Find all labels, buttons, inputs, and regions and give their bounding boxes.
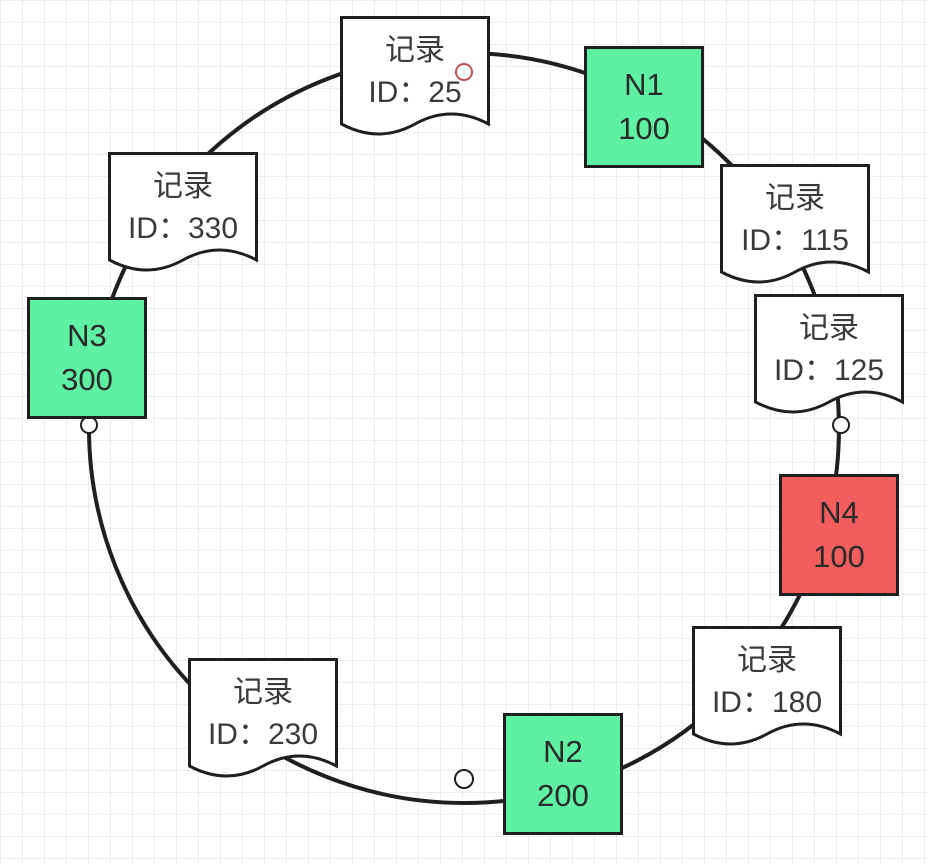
node-name: N1 (624, 67, 664, 102)
document-shape-icon (754, 294, 904, 414)
record-title: 记录 (153, 170, 213, 203)
document-shape-icon (692, 626, 842, 746)
record-id-115: 记录 ID：115 (720, 164, 870, 284)
node-value: 100 (618, 111, 670, 146)
node-value: 300 (61, 362, 113, 397)
record-id-25: 记录 ID：25 (340, 16, 490, 136)
node-name: N3 (67, 318, 107, 353)
node-n1: N1 100 (584, 46, 704, 168)
record-id-label: ID：180 (711, 686, 823, 719)
record-id-label: ID：230 (207, 718, 319, 751)
document-shape-icon (720, 164, 870, 284)
record-title: 记录 (385, 34, 445, 67)
record-title: 记录 (765, 182, 825, 215)
document-shape-icon (108, 152, 258, 272)
document-shape-icon (340, 16, 490, 136)
node-n4: N4 100 (779, 474, 899, 596)
record-id-label: ID：25 (368, 76, 462, 109)
ring-connection-point (454, 769, 474, 789)
document-shape-icon (188, 658, 338, 778)
node-name: N2 (543, 734, 583, 769)
node-value: 100 (813, 539, 865, 574)
ring-connection-point (80, 416, 98, 434)
node-value: 200 (537, 778, 589, 813)
record-title: 记录 (737, 644, 797, 677)
record-id-125: 记录 ID：125 (754, 294, 904, 414)
record-id-label: ID：330 (127, 212, 239, 245)
record-id-label: ID：115 (741, 224, 849, 257)
record-id-230: 记录 ID：230 (188, 658, 338, 778)
ring-connection-point (832, 416, 850, 434)
node-name: N4 (819, 495, 859, 530)
record-id-180: 记录 ID：180 (692, 626, 842, 746)
node-n3: N3 300 (27, 297, 147, 419)
record-id-label: ID：125 (773, 354, 885, 387)
node-n2: N2 200 (503, 713, 623, 835)
record-id-330: 记录 ID：330 (108, 152, 258, 272)
record-title: 记录 (233, 676, 293, 709)
record-title: 记录 (799, 312, 859, 345)
